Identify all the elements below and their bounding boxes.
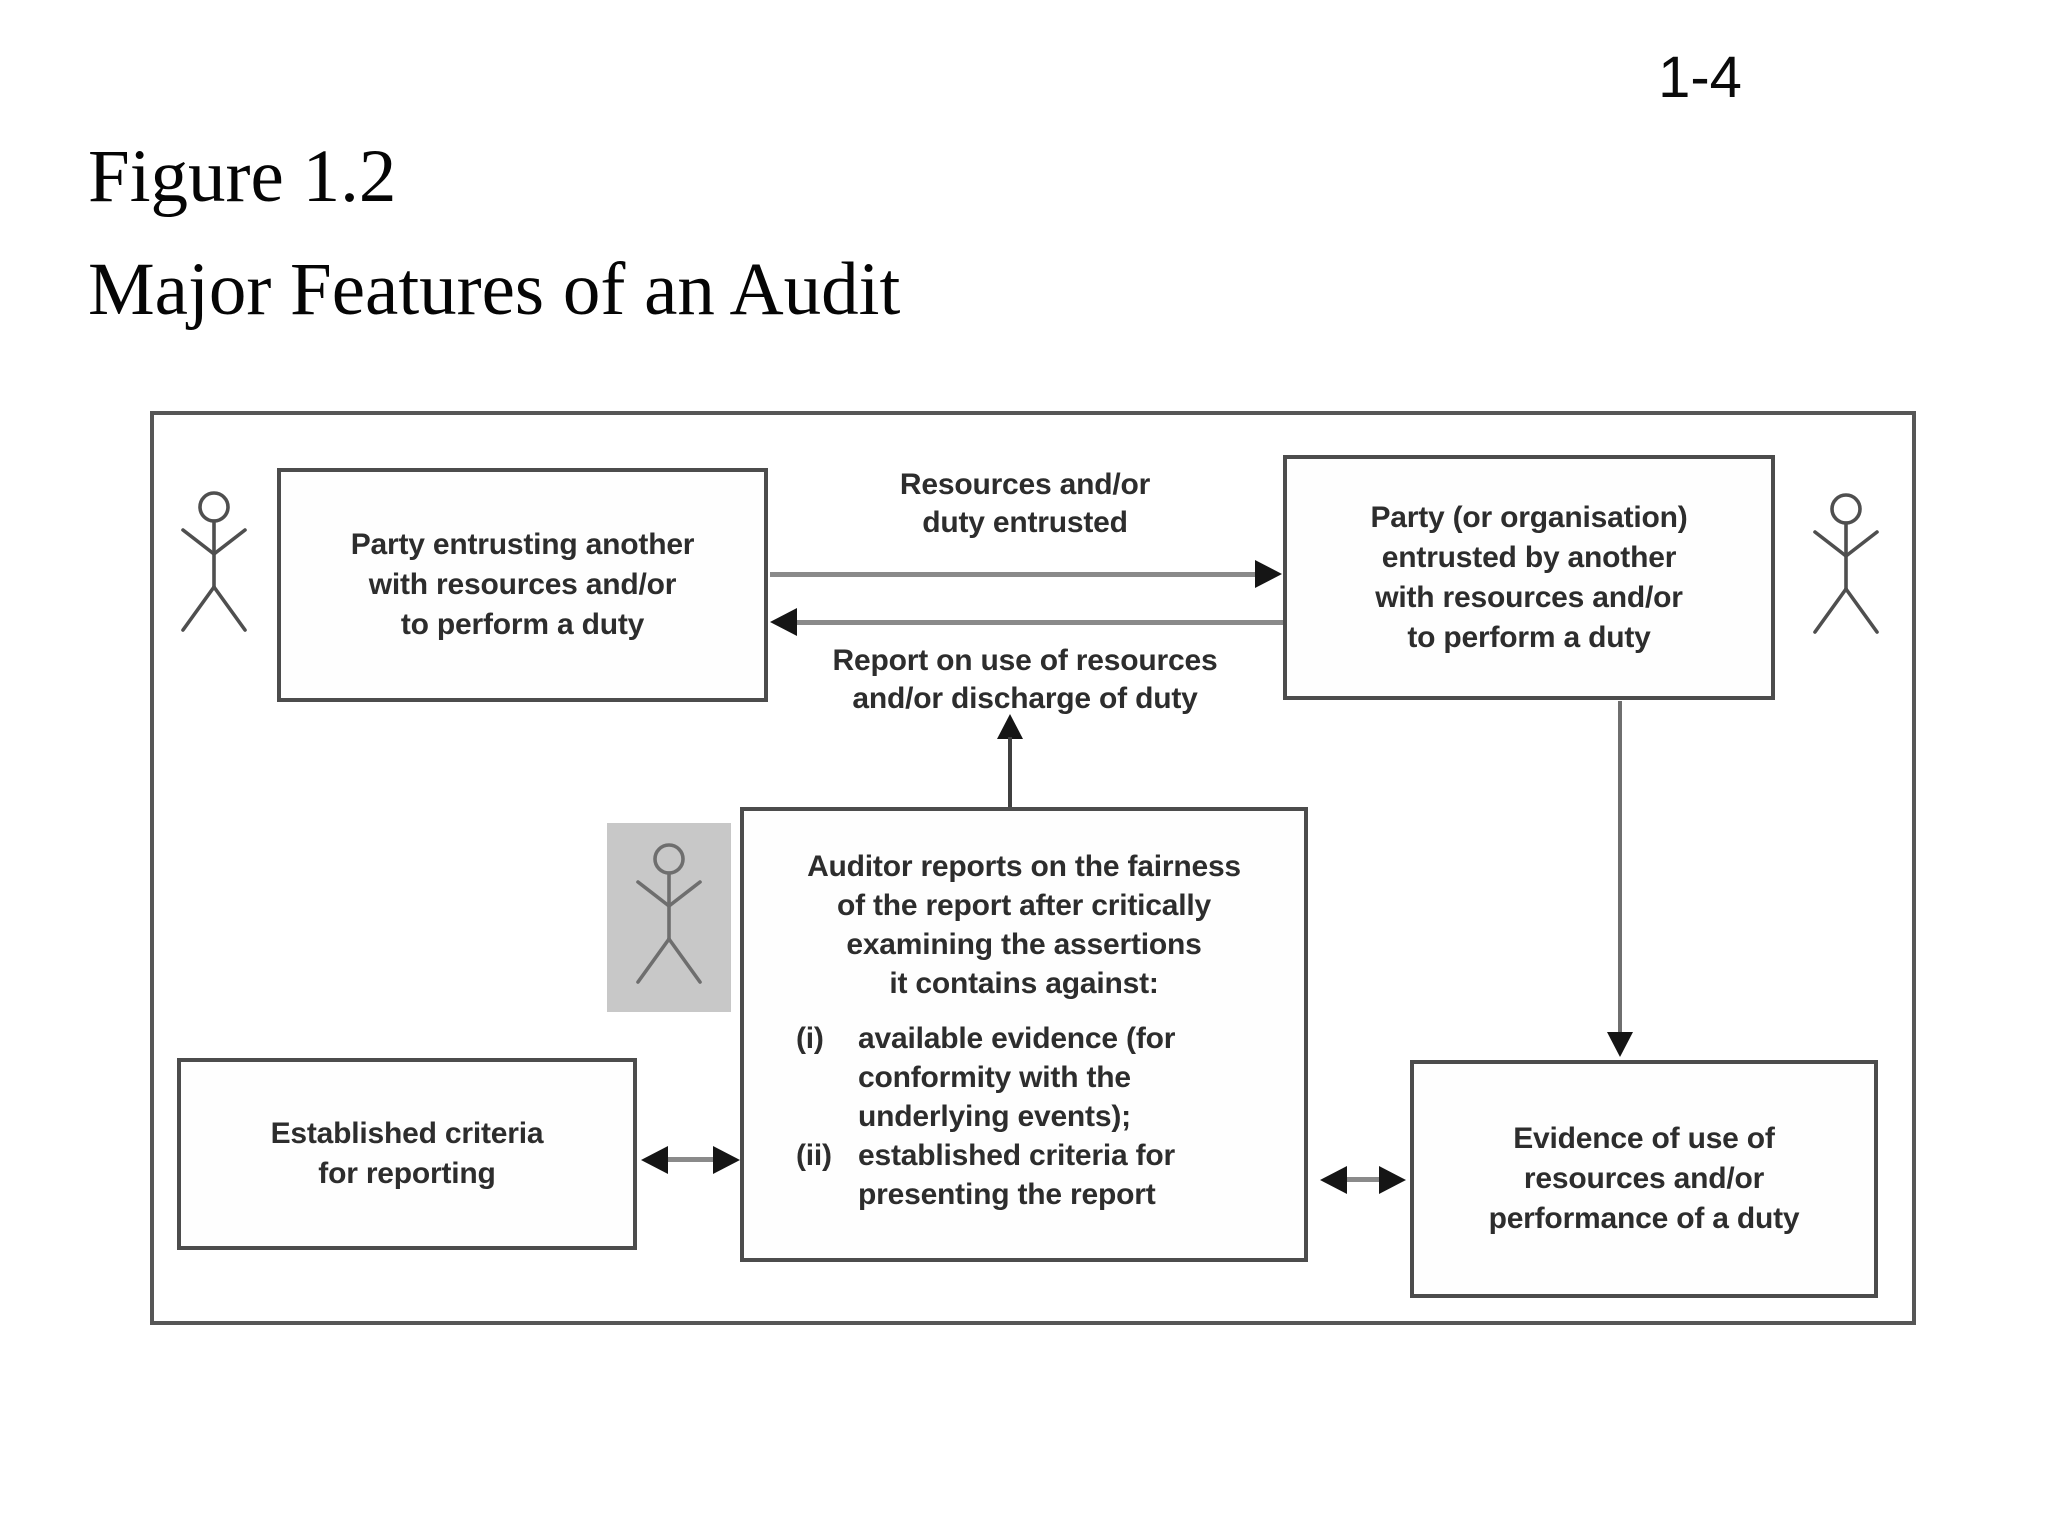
- criteria-auditor-arrowhead-left-icon: [641, 1146, 668, 1174]
- evidence-arrowhead-down-icon: [1607, 1032, 1633, 1057]
- slide-number: 1-4: [1658, 45, 1742, 110]
- auditor-person-icon: [633, 837, 705, 995]
- established-criteria-box: Established criteria for reporting: [177, 1058, 637, 1250]
- report-on-use-label: Report on use of resources and/or discha…: [832, 644, 1218, 715]
- list-item-text: available evidence (for conformity with …: [858, 1022, 1176, 1133]
- list-item: (i) available evidence (for conformity w…: [796, 1019, 1278, 1136]
- criteria-auditor-line: [668, 1157, 714, 1162]
- list-item-marker: (i): [796, 1022, 824, 1055]
- report-arrow-line: [797, 620, 1283, 625]
- list-item: (ii) established criteria for presenting…: [796, 1136, 1278, 1214]
- list-item-marker: (ii): [796, 1139, 832, 1172]
- auditor-box-list: (i) available evidence (for conformity w…: [744, 1019, 1304, 1214]
- evidence-box: Evidence of use of resources and/or perf…: [1410, 1060, 1878, 1298]
- resources-arrow-line: [770, 572, 1257, 577]
- auditor-box: Auditor reports on the fairness of the r…: [740, 807, 1308, 1262]
- party-entrusting-box: Party entrusting another with resources …: [277, 468, 768, 702]
- report-arrowhead-left-icon: [770, 608, 797, 636]
- auditor-report-line: [1008, 737, 1012, 807]
- figure-number: Figure 1.2: [88, 135, 397, 218]
- figure-caption: Major Features of an Audit: [88, 248, 901, 331]
- entrusted-party-person-icon: [1810, 490, 1882, 642]
- entrusted-to-evidence-line: [1618, 701, 1622, 1032]
- resources-arrowhead-right-icon: [1255, 560, 1282, 588]
- auditor-evidence-arrowhead-right-icon: [1379, 1166, 1406, 1194]
- auditor-actor-panel: [607, 823, 731, 1012]
- auditor-evidence-line: [1347, 1177, 1380, 1182]
- resources-entrusted-label: Resources and/or duty entrusted: [899, 468, 1151, 539]
- entrusting-party-person-icon: [178, 490, 250, 638]
- auditor-box-heading: Auditor reports on the fairness of the r…: [807, 850, 1241, 1000]
- slide-title: Figure 1.2 Major Features of an Audit: [88, 120, 900, 346]
- auditor-evidence-arrowhead-left-icon: [1320, 1166, 1347, 1194]
- criteria-auditor-arrowhead-right-icon: [713, 1146, 740, 1174]
- party-entrusted-box: Party (or organisation) entrusted by ano…: [1283, 455, 1775, 700]
- list-item-text: established criteria for presenting the …: [858, 1139, 1175, 1211]
- auditor-report-arrowhead-up-icon: [997, 714, 1023, 739]
